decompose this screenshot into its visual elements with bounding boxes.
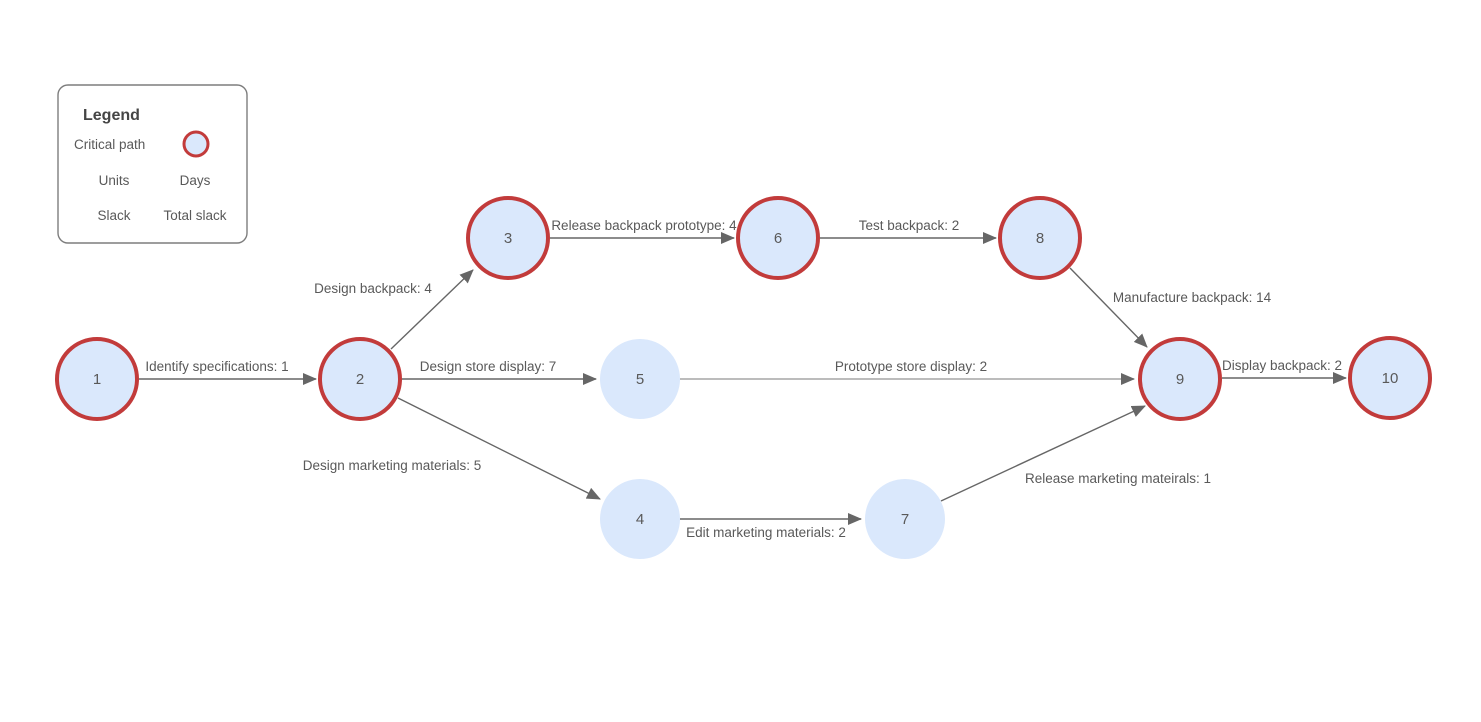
edge-label: Display backpack: 2 [1222, 358, 1342, 373]
edge-label: Design marketing materials: 5 [303, 458, 482, 473]
critical-path-node-icon [182, 130, 210, 158]
edge-label: Design backpack: 4 [314, 281, 432, 296]
edge-line[interactable] [397, 397, 601, 500]
edge-label: Release marketing mateirals: 1 [1025, 471, 1211, 486]
node-circle[interactable] [600, 339, 680, 419]
node-id: 1 [93, 371, 101, 388]
node-id: 6 [774, 230, 782, 247]
legend-critical-path-label: Critical path [74, 137, 145, 152]
node-circle[interactable] [1348, 336, 1432, 420]
node-id: 2 [356, 371, 364, 388]
node-5[interactable]: 5 [600, 339, 680, 419]
edge-label: Design store display: 7 [420, 359, 557, 374]
node-circle[interactable] [998, 196, 1082, 280]
node-6[interactable]: 6 [736, 196, 820, 280]
legend[interactable]: Legend Critical path Units Days Slack To… [57, 84, 248, 244]
node-9[interactable]: 9 [1138, 337, 1222, 421]
node-id: 5 [636, 371, 644, 388]
edge-design-marketing-materials[interactable]: Design marketing materials: 5 [303, 397, 601, 500]
legend-slack-label: Slack [97, 208, 130, 223]
legend-box[interactable] [57, 84, 248, 244]
node-id: 7 [901, 511, 909, 528]
legend-title: Legend [83, 107, 140, 124]
edge-label: Test backpack: 2 [859, 218, 960, 233]
edge-identify-specifications[interactable]: Identify specifications: 1 [139, 359, 317, 385]
legend-units-value: Days [180, 173, 211, 188]
node-id: 9 [1176, 371, 1184, 388]
edge-test-backpack[interactable]: Test backpack: 2 [820, 218, 997, 244]
legend-units-label: Units [99, 173, 130, 188]
edge-prototype-store-display[interactable]: Prototype store display: 2 [680, 359, 1135, 385]
node-id: 8 [1036, 230, 1044, 247]
node-circle[interactable] [318, 337, 402, 421]
node-8[interactable]: 8 [998, 196, 1082, 280]
node-1[interactable]: 1 [55, 337, 139, 421]
edge-line[interactable] [1069, 267, 1148, 348]
node-3[interactable]: 3 [466, 196, 550, 280]
edge-manufacture-backpack[interactable]: Manufacture backpack: 14 [1069, 267, 1272, 348]
edge-label: Release backpack prototype: 4 [551, 218, 737, 233]
node-10[interactable]: 10 [1348, 336, 1432, 420]
node-circle[interactable] [466, 196, 550, 280]
node-4[interactable]: 4 [600, 479, 680, 559]
edge-design-backpack[interactable]: Design backpack: 4 [314, 269, 474, 350]
edge-label: Identify specifications: 1 [145, 359, 288, 374]
edge-display-backpack[interactable]: Display backpack: 2 [1222, 358, 1347, 384]
node-id: 4 [636, 511, 644, 528]
node-circle[interactable] [865, 479, 945, 559]
node-circle[interactable] [55, 337, 139, 421]
edge-release-backpack-prototype[interactable]: Release backpack prototype: 4 [550, 218, 737, 244]
node-id: 10 [1382, 370, 1399, 387]
node-circle[interactable] [600, 479, 680, 559]
legend-slack-value: Total slack [163, 208, 226, 223]
node-circle[interactable] [1138, 337, 1222, 421]
node-2[interactable]: 2 [318, 337, 402, 421]
edge-label: Manufacture backpack: 14 [1113, 290, 1272, 305]
edge-line[interactable] [390, 269, 474, 350]
edge-label: Edit marketing materials: 2 [686, 525, 846, 540]
edges: Identify specifications: 1 Design backpa… [139, 218, 1347, 540]
node-7[interactable]: 7 [865, 479, 945, 559]
edge-edit-marketing-materials[interactable]: Edit marketing materials: 2 [680, 513, 862, 540]
edge-release-marketing-materials[interactable]: Release marketing mateirals: 1 [940, 405, 1211, 502]
edge-design-store-display[interactable]: Design store display: 7 [402, 359, 597, 385]
node-id: 3 [504, 230, 512, 247]
node-circle[interactable] [736, 196, 820, 280]
nodes: 1 2 3 4 5 6 7 8 [55, 196, 1432, 559]
edge-line[interactable] [940, 405, 1146, 502]
edge-label: Prototype store display: 2 [835, 359, 987, 374]
